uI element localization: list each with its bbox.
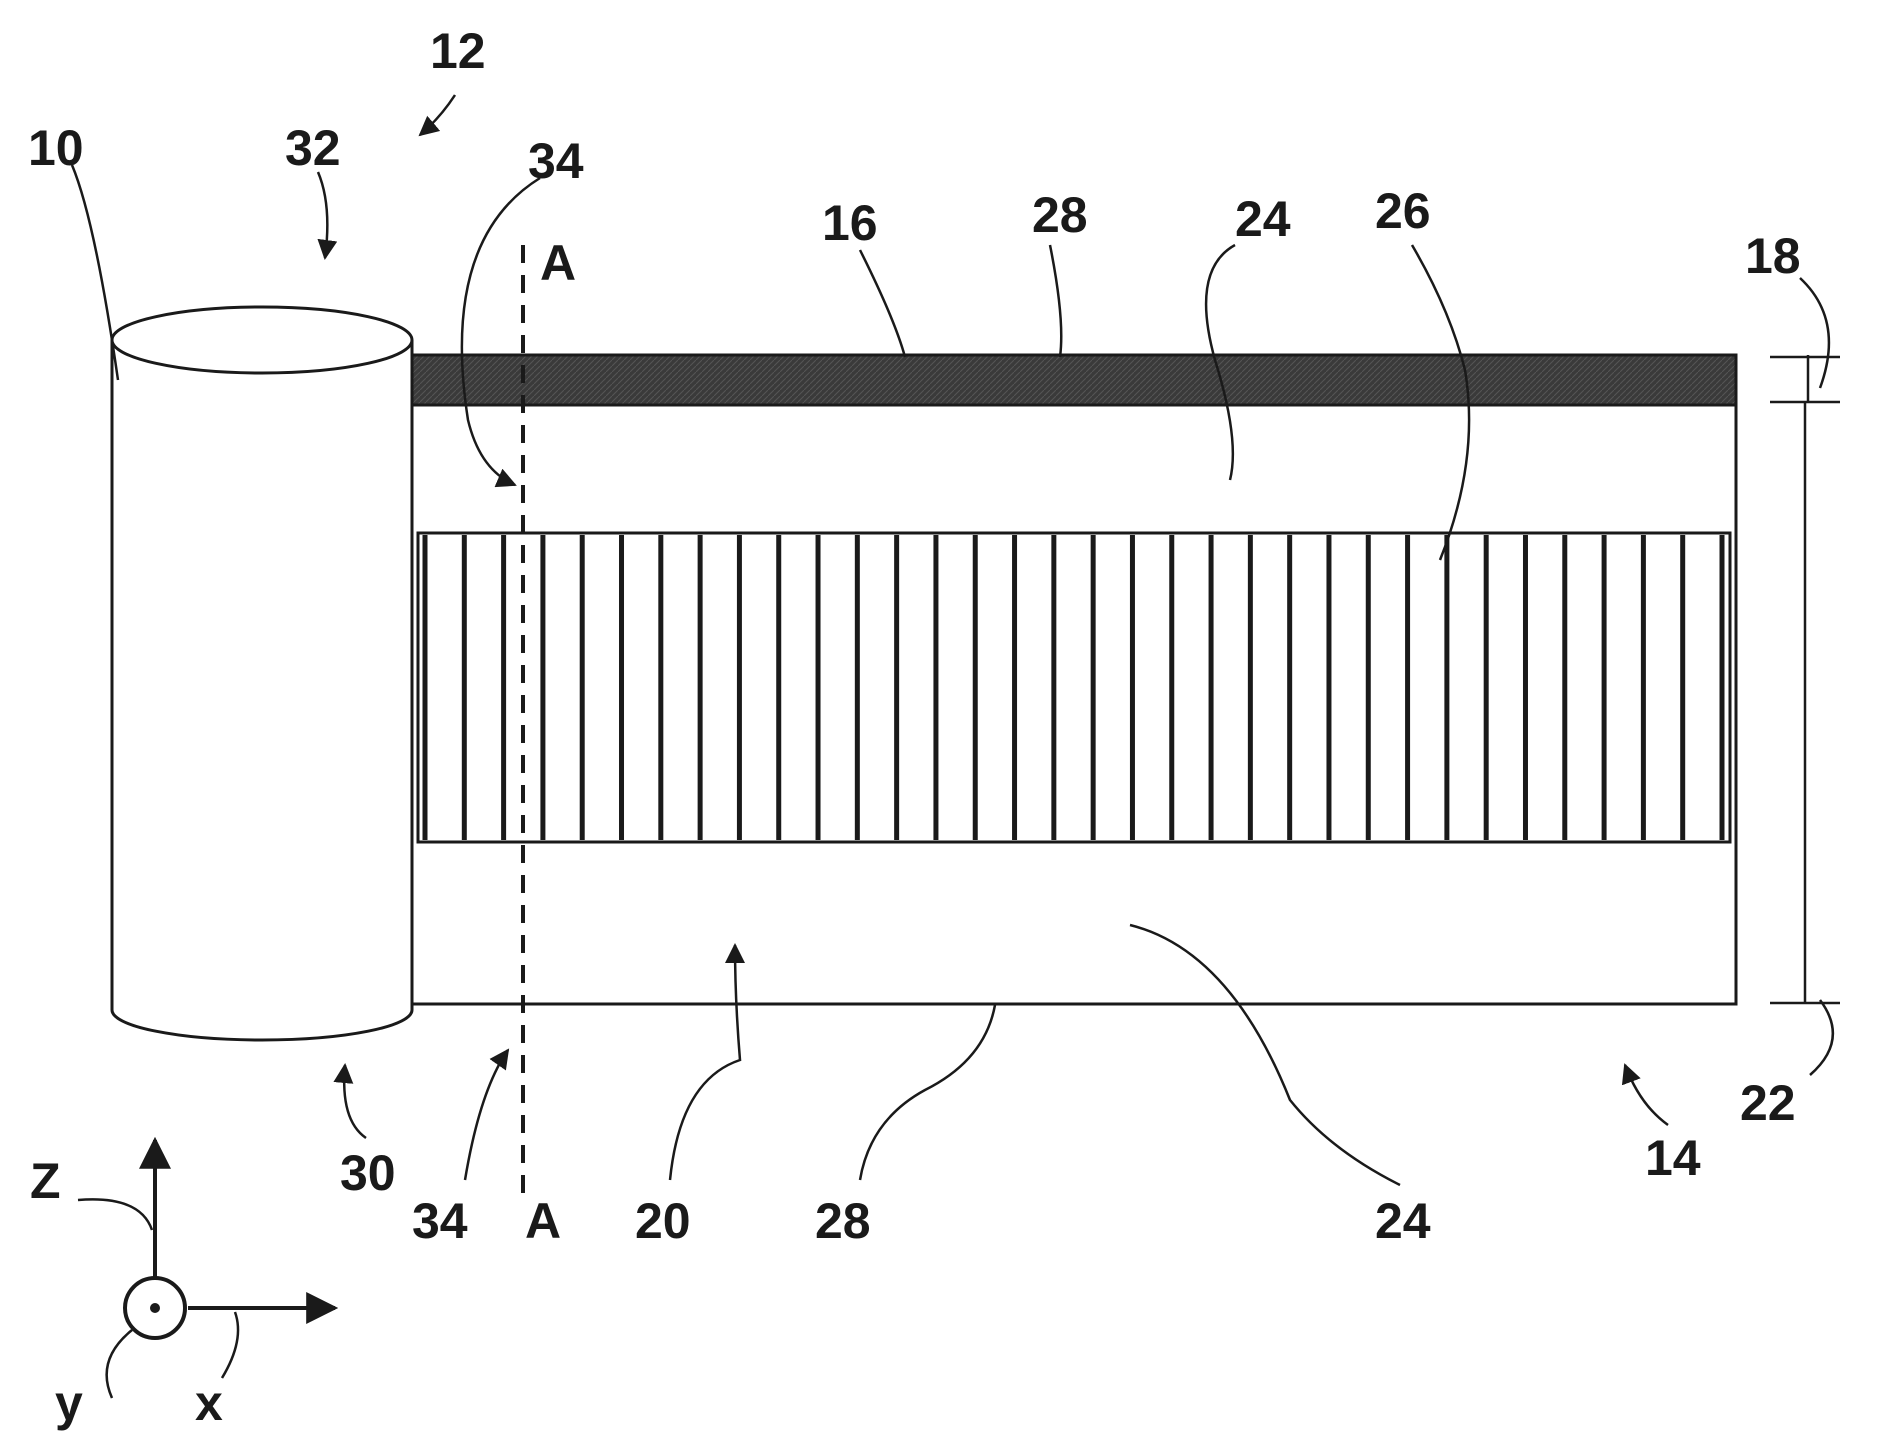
label-10: 10 [28, 120, 84, 176]
label-28-top: 28 [1032, 187, 1088, 243]
plate-outline [412, 355, 1736, 1004]
cylinder-body [112, 340, 412, 1040]
coordinate-system [78, 1140, 335, 1398]
cylinder-top [112, 307, 412, 373]
cylinder [112, 307, 412, 1040]
dimension-marks [1770, 355, 1840, 1003]
label-34-top: 34 [528, 133, 584, 189]
axis-label-y: y [55, 1375, 83, 1431]
label-24-top: 24 [1235, 191, 1291, 247]
label-24-bottom: 24 [1375, 1193, 1431, 1249]
axis-label-z: Z [30, 1153, 61, 1209]
label-20: 20 [635, 1193, 691, 1249]
axis-label-x: x [195, 1375, 223, 1431]
label-34-bottom: 34 [412, 1193, 468, 1249]
fin-section [418, 533, 1730, 842]
fin-lines [425, 535, 1722, 840]
label-16: 16 [822, 195, 878, 251]
label-32: 32 [285, 120, 341, 176]
label-14: 14 [1645, 1130, 1701, 1186]
label-12: 12 [430, 23, 486, 79]
label-22: 22 [1740, 1075, 1796, 1131]
label-28-bottom: 28 [815, 1193, 871, 1249]
label-26: 26 [1375, 183, 1431, 239]
plate-body [412, 355, 1736, 1004]
label-a-bottom: A [525, 1193, 561, 1249]
reference-labels: 10 12 32 34 A 16 28 24 26 18 30 34 A 20 … [28, 23, 1801, 1431]
cover-layer [412, 355, 1736, 405]
leader-lines [72, 95, 1833, 1185]
label-30: 30 [340, 1145, 396, 1201]
label-a-top: A [540, 235, 576, 291]
label-18: 18 [1745, 228, 1801, 284]
